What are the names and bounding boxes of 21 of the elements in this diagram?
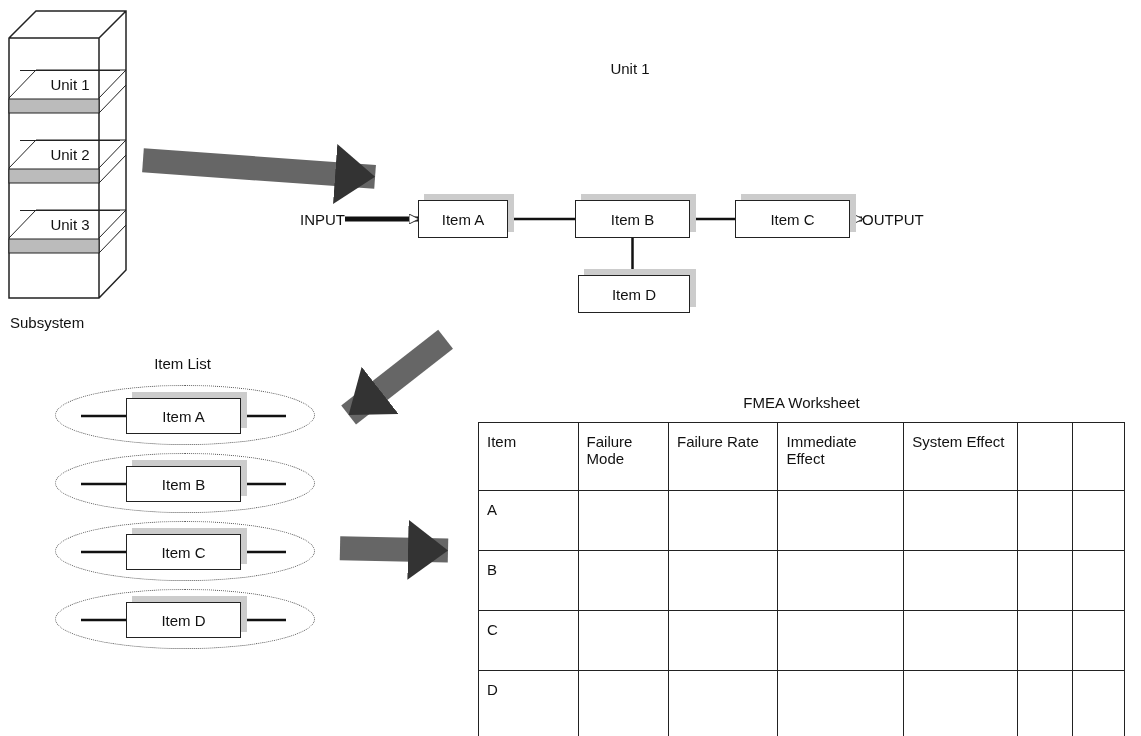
- row-header: B: [478, 550, 579, 611]
- group-title: Unit 1: [610, 60, 650, 77]
- row-header: D: [478, 670, 579, 736]
- block-arrow: [142, 144, 376, 204]
- column-header: Item: [478, 422, 579, 491]
- unit-label: Unit 1: [20, 70, 120, 98]
- unit-label: Unit 3: [20, 210, 120, 238]
- arrow: [345, 213, 420, 225]
- row-header: A: [478, 490, 579, 551]
- column-header: System Effect: [903, 422, 1018, 491]
- io-label: INPUT: [300, 204, 345, 234]
- block-arrow: [341, 329, 453, 425]
- column-header: Failure Mode: [578, 422, 669, 491]
- column-header: Failure Rate: [668, 422, 778, 491]
- table-title: FMEA Worksheet: [743, 394, 860, 411]
- column-header: Immediate Effect: [777, 422, 904, 491]
- io-label: OUTPUT: [862, 204, 924, 234]
- group-title: Item List: [154, 355, 211, 372]
- unit-label: Unit 2: [20, 140, 120, 168]
- node-label: Subsystem: [10, 314, 85, 331]
- row-header: C: [478, 610, 579, 671]
